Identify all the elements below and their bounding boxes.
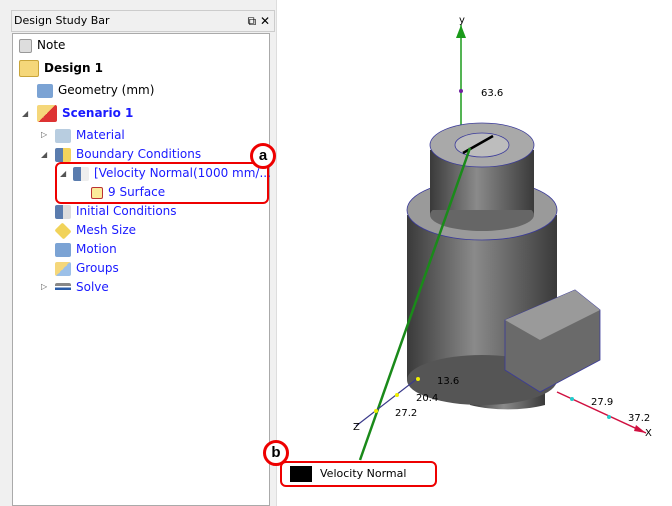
tree-item-geometry[interactable]: Geometry (mm)	[37, 81, 154, 100]
callout-a-box	[55, 162, 269, 204]
legend-label: Velocity Normal	[320, 467, 407, 480]
expand-arrow[interactable]: ▷	[41, 282, 48, 291]
expand-arrow[interactable]: ▷	[41, 130, 48, 139]
legend: Velocity Normal	[282, 462, 436, 486]
tree-item-scenario[interactable]: Scenario 1	[37, 104, 133, 123]
collapse-arrow[interactable]: ◢	[60, 169, 67, 178]
scenario-folder-icon	[37, 105, 57, 122]
z-axis-label: Z	[353, 422, 360, 433]
tree-item-solve[interactable]: Solve	[55, 278, 109, 297]
tree-item-initial-conditions[interactable]: Initial Conditions	[55, 202, 177, 221]
tree-item-surface[interactable]: 9 Surface	[91, 183, 165, 202]
tree-item-mesh-size[interactable]: Mesh Size	[54, 221, 136, 240]
tree-item-velocity-normal[interactable]: [Velocity Normal(1000 mm/...	[73, 164, 271, 183]
y-axis-label: y	[459, 15, 465, 26]
material-icon	[55, 128, 71, 143]
x-tick-label: 37.2	[628, 413, 650, 424]
tree-item-design[interactable]: Design 1	[19, 59, 103, 78]
solve-icon	[55, 282, 71, 293]
part-model	[406, 122, 601, 410]
z-tick-label: 13.6	[437, 376, 459, 387]
tree-item-note[interactable]: Note	[19, 36, 65, 55]
z-tick-label: 27.2	[395, 408, 417, 419]
design-folder-icon	[19, 60, 39, 77]
panel-title: Design Study Bar	[14, 14, 110, 27]
velocity-bc-icon	[73, 166, 89, 181]
z-tick-label: 20.4	[416, 393, 438, 404]
collapse-arrow[interactable]: ◢	[41, 150, 48, 159]
surface-icon	[91, 186, 103, 199]
design-study-bar: Design Study Bar ⧉ ✕ Note Design 1 Geome…	[0, 0, 277, 506]
z-axis: Z 13.6 20.4 27.2	[353, 376, 459, 433]
tree-item-material[interactable]: Material	[55, 126, 125, 145]
collapse-arrow[interactable]: ◢	[22, 109, 29, 118]
boundary-conditions-icon	[55, 147, 71, 162]
y-tick-label: 63.6	[481, 88, 503, 99]
tree-item-groups[interactable]: Groups	[55, 259, 119, 278]
close-icon[interactable]: ✕	[259, 14, 270, 28]
note-icon	[19, 38, 32, 53]
y-axis: y 63.6	[456, 15, 503, 130]
callout-a-badge: a	[250, 143, 276, 169]
mesh-size-icon	[54, 222, 72, 239]
callout-b-badge: b	[263, 440, 289, 466]
tree-item-motion[interactable]: Motion	[55, 240, 117, 259]
restore-icon[interactable]: ⧉	[247, 14, 257, 28]
x-axis-label: X	[645, 428, 652, 439]
design-tree: Note Design 1 Geometry (mm) ◢ Scenario 1…	[12, 33, 271, 506]
x-axis: X 27.9 37.2	[556, 391, 652, 439]
model-viewport[interactable]: y 63.6 Z 13.6 20.4 27.2 X 27.9 37.2	[278, 0, 672, 506]
geometry-icon	[37, 83, 53, 98]
initial-conditions-icon	[55, 204, 71, 219]
panel-title-bar: Design Study Bar ⧉ ✕	[11, 10, 275, 32]
motion-icon	[55, 242, 71, 257]
legend-swatch	[290, 466, 312, 482]
x-tick-label: 27.9	[591, 397, 613, 408]
groups-icon	[55, 261, 71, 276]
tree-item-boundary-conditions[interactable]: Boundary Conditions	[55, 145, 201, 164]
callout-b-box	[280, 461, 437, 487]
